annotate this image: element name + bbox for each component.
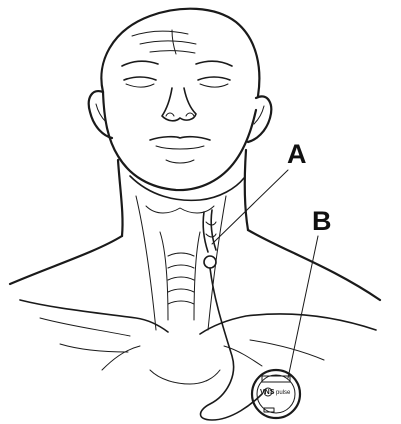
device-model-text: pulse [276,390,290,396]
vagus-electrode [203,210,216,268]
ears [89,91,271,142]
shoulders [10,230,380,384]
device-brand-mark: VNS [260,389,274,396]
label-b: B [312,208,332,235]
face-features [122,61,232,163]
trachea [168,253,194,304]
label-a: A [287,141,307,168]
leader-line-a [212,170,288,244]
